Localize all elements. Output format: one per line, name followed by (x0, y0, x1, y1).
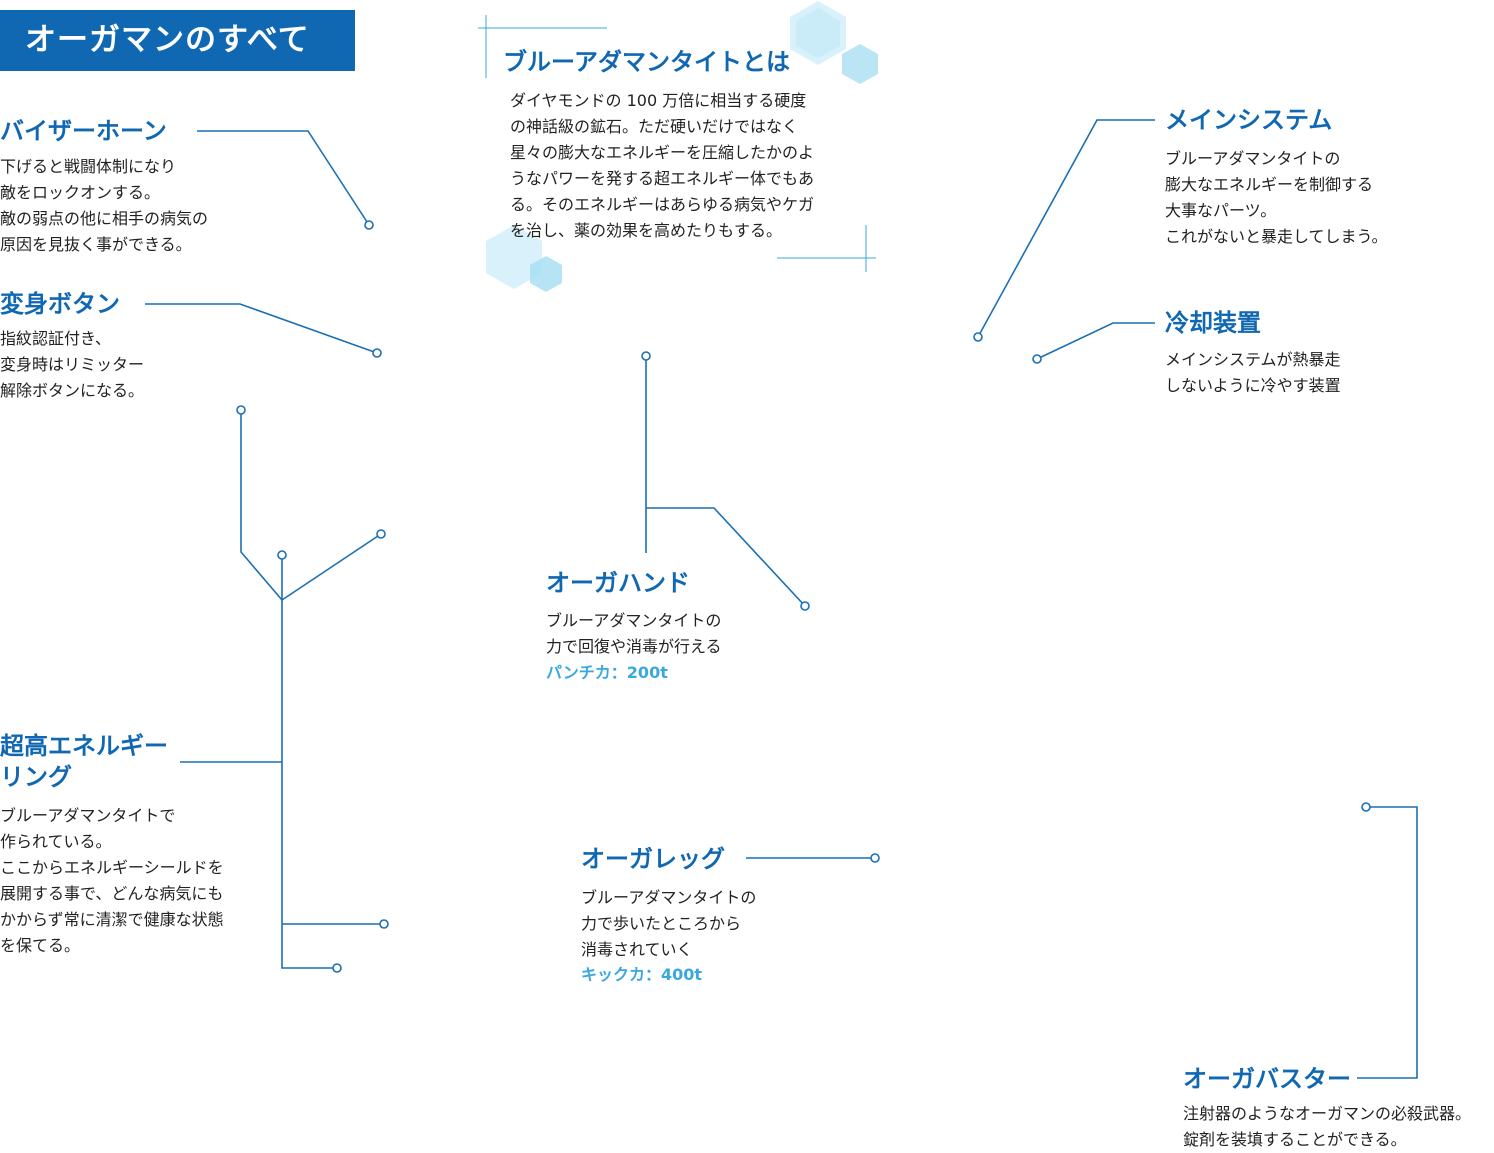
henshin-button-title: 変身ボタン (0, 290, 120, 318)
endpoint-ring-bottom (332, 963, 342, 973)
connector-henshin-button (145, 303, 378, 354)
endpoint-henshin-button (372, 348, 382, 358)
hexagon-decoration-top (790, 1, 878, 84)
leg-kick-stat: キックカ：400t (581, 965, 703, 984)
hand-text: ブルーアダマンタイトの 力で回復や消毒が行える (546, 611, 722, 656)
page-title: オーガマンのすべて (25, 22, 310, 58)
leg-text: ブルーアダマンタイトの 力で歩いたところから 消毒されていく (581, 888, 757, 959)
endpoint-main-system (973, 332, 983, 342)
page-title-banner: オーガマンのすべて (0, 10, 355, 71)
hand-punch-stat: パンチカ：200t (546, 663, 668, 682)
ring-title-line1: 超高エネルギー (0, 732, 168, 760)
buster-text: 注射器のようなオーガマンの必殺武器。 錠剤を装填することができる。 (1183, 1104, 1472, 1149)
visor-horn-text: 下げると戦闘体制になり 敵をロックオンする。 敵の弱点の他に相手の病気の 原因を… (0, 157, 209, 254)
leg-title: オーガレッグ (581, 845, 725, 873)
endpoint-visor-horn (364, 220, 374, 230)
endpoint-hand-top (641, 351, 651, 361)
connector-ring-left-branch (240, 410, 283, 601)
ring-title-line2: リング (0, 763, 72, 791)
main-system-text: ブルーアダマンタイトの 膨大なエネルギーを制御する 大事なパーツ。 これがないと… (1165, 149, 1388, 246)
connector-hand-branch (646, 507, 806, 607)
connector-main-system (977, 119, 1155, 338)
endpoint-ring-left (236, 405, 246, 415)
endpoint-cooling (1032, 354, 1042, 364)
connector-ring-right-branch (281, 533, 382, 601)
endpoint-ring-lower (379, 919, 389, 929)
connector-buster (1357, 806, 1418, 1079)
intro-text: ダイヤモンドの 100 万倍に相当する硬度 の神話級の鉱石。ただ硬いだけではなく… (510, 91, 815, 240)
endpoint-leg (870, 853, 880, 863)
endpoint-ring-center (277, 550, 287, 560)
intro-title: ブルーアダマンタイトとは (503, 48, 791, 76)
connector-ring-trunk (281, 600, 337, 969)
endpoint-hand-branch (800, 601, 810, 611)
endpoint-ring-right (376, 529, 386, 539)
henshin-button-text: 指紋認証付き、 変身時はリミッター 解除ボタンになる。 (0, 329, 145, 400)
buster-title: オーガバスター (1183, 1065, 1351, 1093)
hexagon-decoration-bottom (486, 225, 562, 292)
cooling-text: メインシステムが熱暴走 しないように冷やす装置 (1165, 350, 1341, 395)
ring-text: ブルーアダマンタイトで 作られている。 ここからエネルギーシールドを 展開する事… (0, 806, 224, 955)
connector-visor-horn (197, 130, 370, 226)
endpoint-buster (1361, 802, 1371, 812)
visor-horn-title: バイザーホーン (0, 117, 167, 145)
cooling-title: 冷却装置 (1165, 309, 1261, 337)
connector-cooling (1036, 322, 1155, 360)
main-system-title: メインシステム (1165, 106, 1333, 134)
hand-title: オーガハンド (546, 569, 690, 597)
